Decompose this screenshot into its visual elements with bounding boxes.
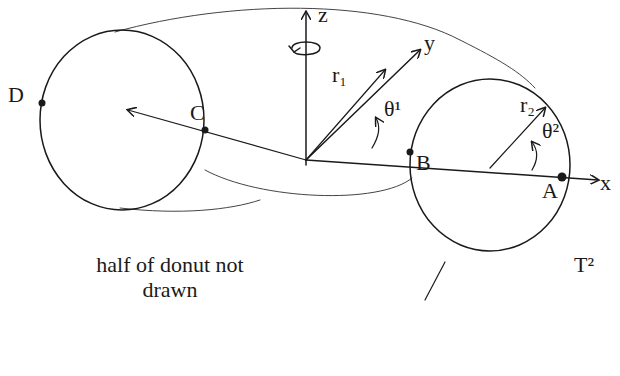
angle-label: θ¹ bbox=[384, 96, 401, 121]
point-label: A bbox=[542, 178, 558, 203]
note-text: T² bbox=[574, 252, 594, 277]
note-text: half of donut not drawn bbox=[95, 252, 245, 303]
axis-label: z bbox=[318, 2, 328, 27]
point-label: C bbox=[190, 100, 205, 125]
axis-label: y bbox=[424, 30, 435, 55]
axis-label: x bbox=[600, 170, 611, 195]
point-label: B bbox=[416, 150, 431, 175]
point-label: D bbox=[8, 82, 24, 107]
radius-label: r₂ bbox=[520, 92, 535, 117]
angle-label: θ² bbox=[542, 118, 559, 143]
radius-label: r₁ bbox=[332, 62, 347, 87]
